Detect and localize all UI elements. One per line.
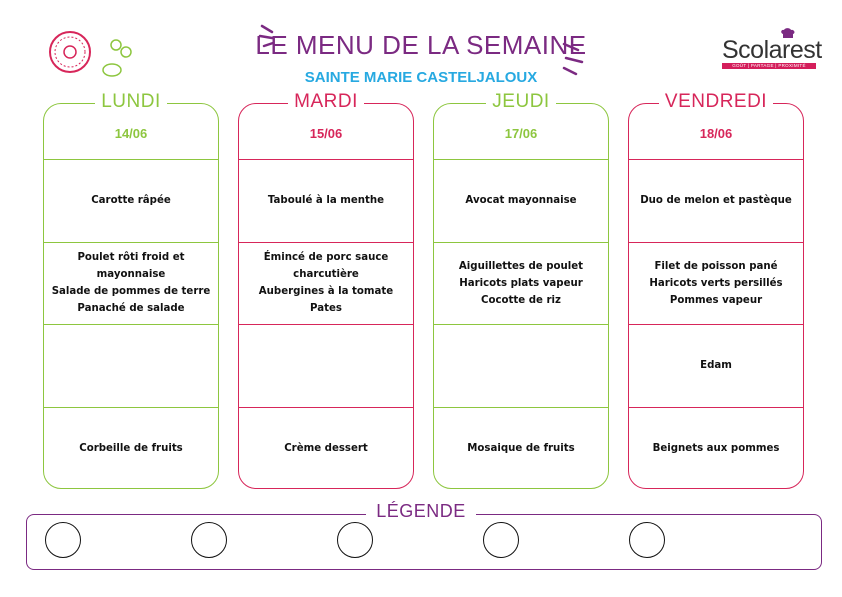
legend-box bbox=[26, 514, 822, 570]
row-divider bbox=[629, 242, 803, 243]
menu-cell-dessert: Mosaique de fruits bbox=[436, 407, 606, 490]
day-date: 14/06 bbox=[114, 126, 148, 141]
day-name: JEUDI bbox=[433, 91, 609, 113]
menu-item: Taboulé à la menthe bbox=[267, 195, 385, 206]
day-name-text: LUNDI bbox=[95, 91, 167, 112]
day-date: 17/06 bbox=[504, 126, 538, 141]
row-divider bbox=[434, 324, 608, 325]
menu-item: Pates bbox=[310, 303, 342, 314]
menu-cell-starter: Taboulé à la menthe bbox=[241, 159, 411, 242]
legend-circle bbox=[191, 522, 227, 558]
menu-cell-dessert: Beignets aux pommes bbox=[631, 407, 801, 490]
menu-item: Panaché de salade bbox=[77, 303, 185, 314]
page-title: LE MENU DE LA SEMAINE bbox=[255, 30, 587, 60]
day-name: VENDREDI bbox=[628, 91, 804, 113]
menu-cell-cheese bbox=[46, 324, 216, 407]
menu-item: Avocat mayonnaise bbox=[465, 195, 577, 206]
day-date: 18/06 bbox=[699, 126, 733, 141]
day-name: MARDI bbox=[238, 91, 414, 113]
menu-item: Filet de poisson pané bbox=[654, 260, 778, 272]
menu-item: Edam bbox=[700, 360, 732, 371]
sparkle-left-icon bbox=[258, 24, 275, 48]
menu-cell-cheese bbox=[436, 324, 606, 407]
menu-item: Beignets aux pommes bbox=[652, 443, 780, 454]
menu-item: Poulet rôti froid et mayonnaise bbox=[77, 252, 185, 280]
day-name-text: JEUDI bbox=[486, 91, 556, 112]
day-name-text: VENDREDI bbox=[658, 91, 774, 112]
stamp-icon bbox=[49, 31, 132, 77]
menu-item: Haricots plats vapeur bbox=[459, 277, 583, 289]
menu-cell-dessert: Crème dessert bbox=[241, 407, 411, 490]
menu-item: Haricots verts persillés bbox=[649, 277, 783, 289]
legend-circle bbox=[483, 522, 519, 558]
scolarest-logo: Scolarest GOÛT | PARTAGE | PROXIMITÉ bbox=[722, 28, 822, 72]
menu-cell-starter: Duo de melon et pastèque bbox=[631, 159, 801, 242]
sparkle-right-icon bbox=[562, 42, 584, 76]
row-divider bbox=[44, 242, 218, 243]
menu-item: Cocotte de riz bbox=[481, 294, 561, 306]
row-divider bbox=[434, 242, 608, 243]
row-divider bbox=[629, 407, 803, 408]
logo-brand: Scolarest bbox=[722, 36, 822, 64]
row-divider bbox=[239, 324, 413, 325]
menu-item: Salade de pommes de terre bbox=[51, 286, 211, 297]
legend-circle bbox=[629, 522, 665, 558]
legend-circle bbox=[337, 522, 373, 558]
row-divider bbox=[239, 407, 413, 408]
day-date: 15/06 bbox=[309, 126, 343, 141]
row-divider bbox=[239, 159, 413, 160]
menu-item: Crème dessert bbox=[284, 443, 368, 454]
legend-circle bbox=[45, 522, 81, 558]
chef-hat-icon bbox=[781, 28, 795, 38]
legend-title: LÉGENDE bbox=[0, 501, 842, 522]
day-name-text: MARDI bbox=[288, 91, 364, 112]
menu-item: Pommes vapeur bbox=[669, 294, 763, 306]
menu-item: Carotte râpée bbox=[91, 195, 171, 206]
day-name: LUNDI bbox=[43, 91, 219, 113]
menu-item: Corbeille de fruits bbox=[79, 443, 183, 454]
menu-item: Aubergines à la tomate bbox=[258, 286, 394, 297]
logo-tagline: GOÛT | PARTAGE | PROXIMITÉ bbox=[722, 63, 816, 69]
menu-item: Émincé de porc sauce bbox=[263, 252, 389, 263]
menu-cell-dessert: Corbeille de fruits bbox=[46, 407, 216, 490]
row-divider bbox=[44, 159, 218, 160]
menu-cell-cheese bbox=[241, 324, 411, 407]
school-name: SAINTE MARIE CASTELJALOUX bbox=[304, 69, 538, 86]
legend-title-text: LÉGENDE bbox=[366, 501, 476, 521]
row-divider bbox=[434, 159, 608, 160]
row-divider bbox=[434, 407, 608, 408]
menu-item: charcutière bbox=[293, 269, 359, 280]
row-divider bbox=[44, 324, 218, 325]
menu-cell-starter: Carotte râpée bbox=[46, 159, 216, 242]
row-divider bbox=[44, 407, 218, 408]
row-divider bbox=[629, 159, 803, 160]
row-divider bbox=[239, 242, 413, 243]
row-divider bbox=[629, 324, 803, 325]
menu-cell-cheese: Edam bbox=[631, 324, 801, 407]
menu-item: Mosaique de fruits bbox=[467, 443, 575, 454]
menu-item: Duo de melon et pastèque bbox=[640, 195, 792, 206]
menu-cell-starter: Avocat mayonnaise bbox=[436, 159, 606, 242]
menu-item: Aiguillettes de poulet bbox=[458, 260, 584, 272]
